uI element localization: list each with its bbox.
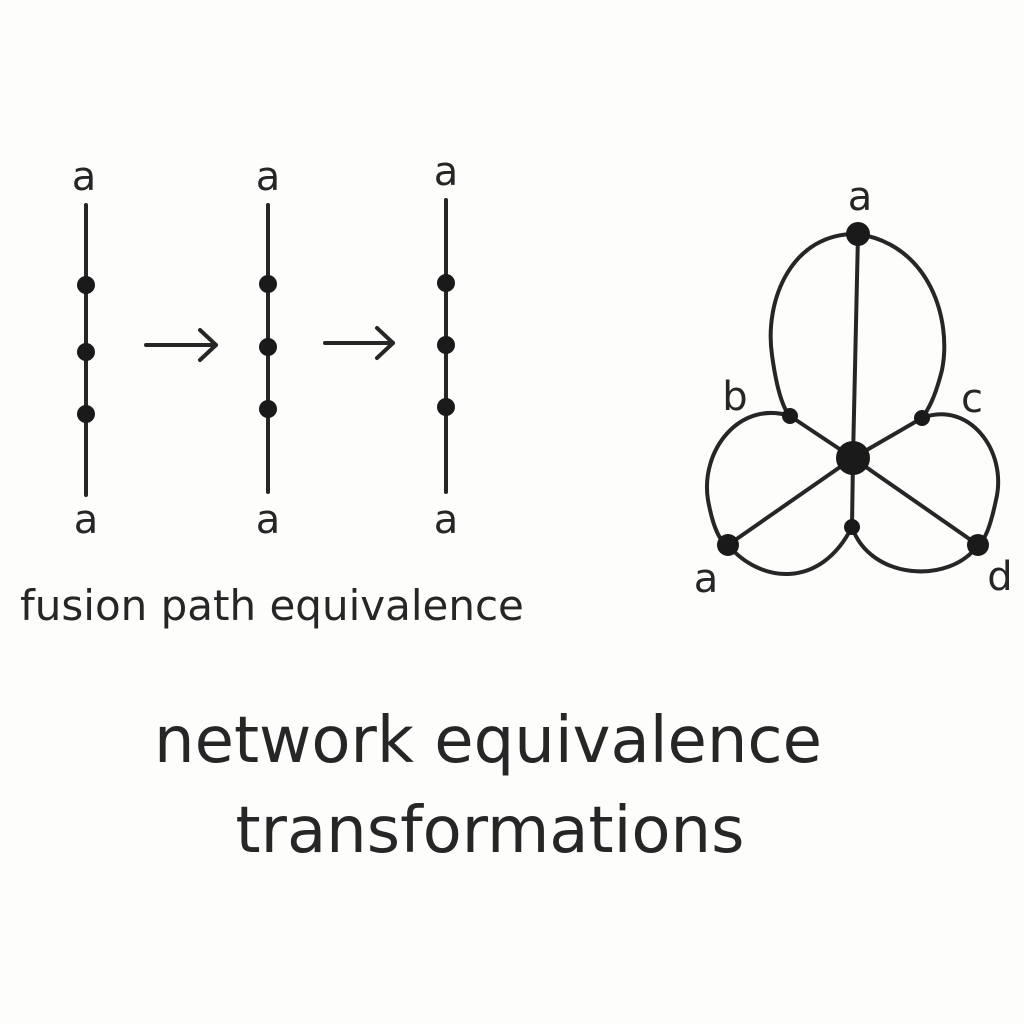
- fusion-path-1-vertex: [77, 405, 95, 423]
- fusion-path-3-vertex: [437, 398, 455, 416]
- spoke-top: [851, 232, 860, 460]
- fusion-path-3-vertex: [437, 274, 455, 292]
- fusion-path-1-vertex: [77, 343, 95, 361]
- vertex-left: [782, 408, 798, 424]
- vertex-bottom-left: [717, 534, 739, 556]
- fusion-path-3: a a: [434, 149, 459, 543]
- top-lobe: [768, 231, 860, 418]
- right-lobe: [920, 412, 1001, 547]
- arrow-1: [144, 328, 218, 362]
- bottom-right-lobe: [850, 525, 980, 574]
- network-label-bottom-right: d: [987, 554, 1012, 600]
- vertex-top: [846, 222, 870, 246]
- fusion-path-1-bottom-label: a: [74, 497, 99, 543]
- vertex-bottom-right: [967, 534, 989, 556]
- top-lobe: [856, 232, 947, 420]
- vertex-center: [836, 441, 870, 475]
- network-label-left: b: [722, 374, 747, 420]
- network-label-right: c: [961, 376, 983, 422]
- arrow-2: [323, 326, 395, 360]
- fusion-path-caption: fusion path equivalence: [20, 581, 524, 630]
- network-label-top: a: [848, 174, 873, 220]
- fusion-path-2-bottom-label: a: [256, 497, 281, 543]
- title-line-1: network equivalence: [154, 704, 822, 778]
- bottom-left-lobe: [726, 525, 854, 576]
- vertex-right: [914, 410, 930, 426]
- spoke-bottom-right: [851, 456, 980, 547]
- fusion-path-1-vertex: [77, 276, 95, 294]
- network-label-bottom-left: a: [694, 556, 719, 602]
- fusion-path-3-vertex: [437, 336, 455, 354]
- fusion-path-2-vertex: [259, 338, 277, 356]
- left-lobe: [704, 411, 792, 547]
- title-line-2: transformations: [236, 794, 745, 868]
- fusion-path-1: a a: [72, 154, 99, 543]
- vertex-bottom: [844, 519, 860, 535]
- fusion-path-3-top-label: a: [434, 149, 459, 195]
- fusion-path-1-top-label: a: [72, 154, 97, 200]
- fusion-path-2-top-label: a: [256, 154, 281, 200]
- fusion-path-3-bottom-label: a: [434, 497, 459, 543]
- fusion-path-2-vertex: [259, 275, 277, 293]
- spoke-bottom-left: [726, 456, 855, 547]
- fusion-path-2: a a: [256, 154, 281, 543]
- fusion-path-2-vertex: [259, 400, 277, 418]
- network-graph: a b c a d: [694, 174, 1013, 602]
